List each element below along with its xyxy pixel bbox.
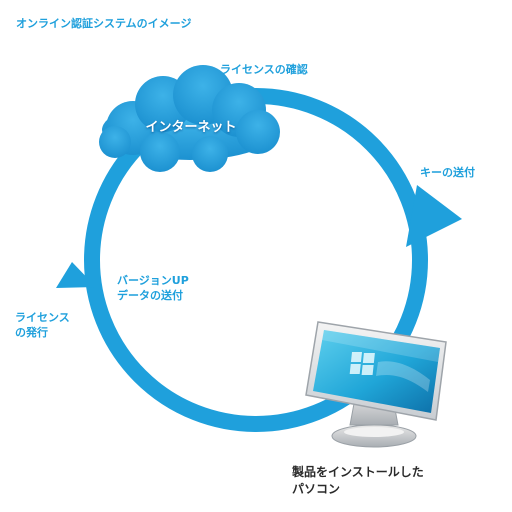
installed-pc-label: 製品をインストールした パソコン	[292, 464, 424, 498]
arrow-head-icon	[406, 185, 462, 247]
diagram-title: オンライン認証システムのイメージ	[16, 17, 192, 30]
monitor-icon	[305, 321, 447, 448]
pc-label-line1: 製品をインストールした	[292, 465, 424, 479]
internet-label: インターネット	[145, 120, 237, 135]
key-send-label: キーの送付	[420, 166, 475, 179]
arrow-head-icon	[56, 262, 96, 288]
update-data-label: バージョンUP データの送付	[117, 273, 189, 303]
cloud-icon	[99, 65, 280, 172]
update-label-line2: データの送付	[117, 289, 183, 302]
pc-label-line2: パソコン	[292, 482, 341, 496]
issue-label-line1: ライセンス	[15, 311, 70, 324]
issue-label-line2: の発行	[15, 326, 48, 339]
update-label-line1: バージョンUP	[117, 274, 189, 287]
license-confirm-label: ライセンスの確認	[220, 63, 308, 76]
license-issue-label: ライセンス の発行	[15, 310, 70, 340]
